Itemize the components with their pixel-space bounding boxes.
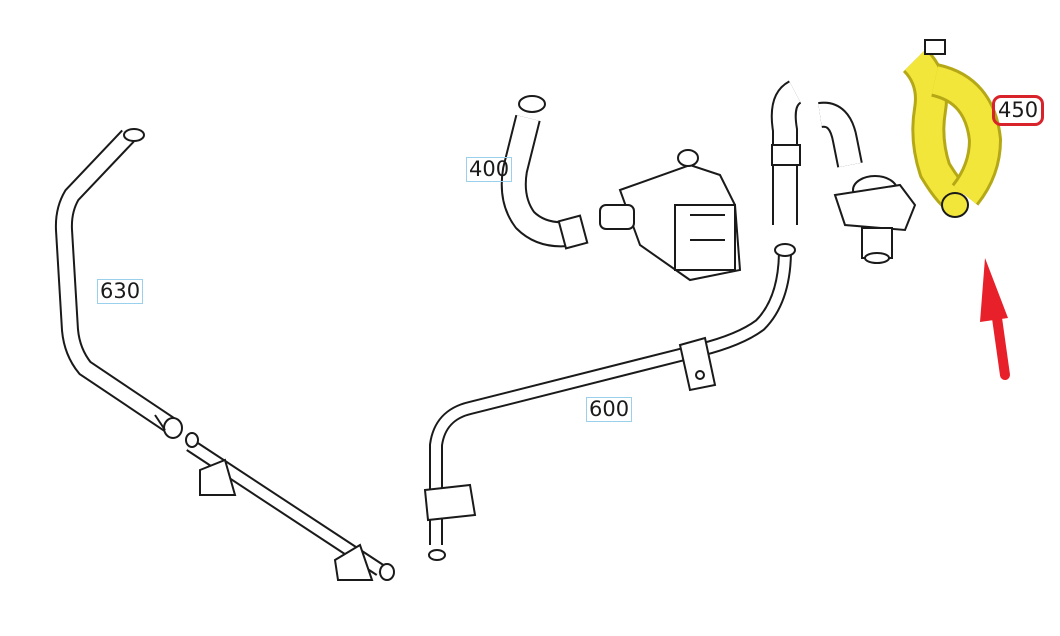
- part-valve[interactable]: [599, 149, 742, 282]
- red-arrow-icon: [980, 258, 1010, 380]
- part-600-pipe[interactable]: [423, 243, 796, 561]
- part-630-pipe[interactable]: [185, 432, 395, 581]
- callout-630[interactable]: 630: [97, 279, 144, 304]
- callout-450[interactable]: 450: [992, 95, 1045, 126]
- part-630-hose[interactable]: [54, 128, 183, 439]
- callout-400[interactable]: 400: [466, 157, 513, 182]
- callout-600[interactable]: 600: [586, 397, 633, 422]
- part-pump[interactable]: [833, 175, 917, 264]
- part-450-hose[interactable]: [902, 39, 1003, 218]
- part-600-upper-hose[interactable]: [770, 80, 863, 225]
- part-400-hose[interactable]: [500, 95, 589, 250]
